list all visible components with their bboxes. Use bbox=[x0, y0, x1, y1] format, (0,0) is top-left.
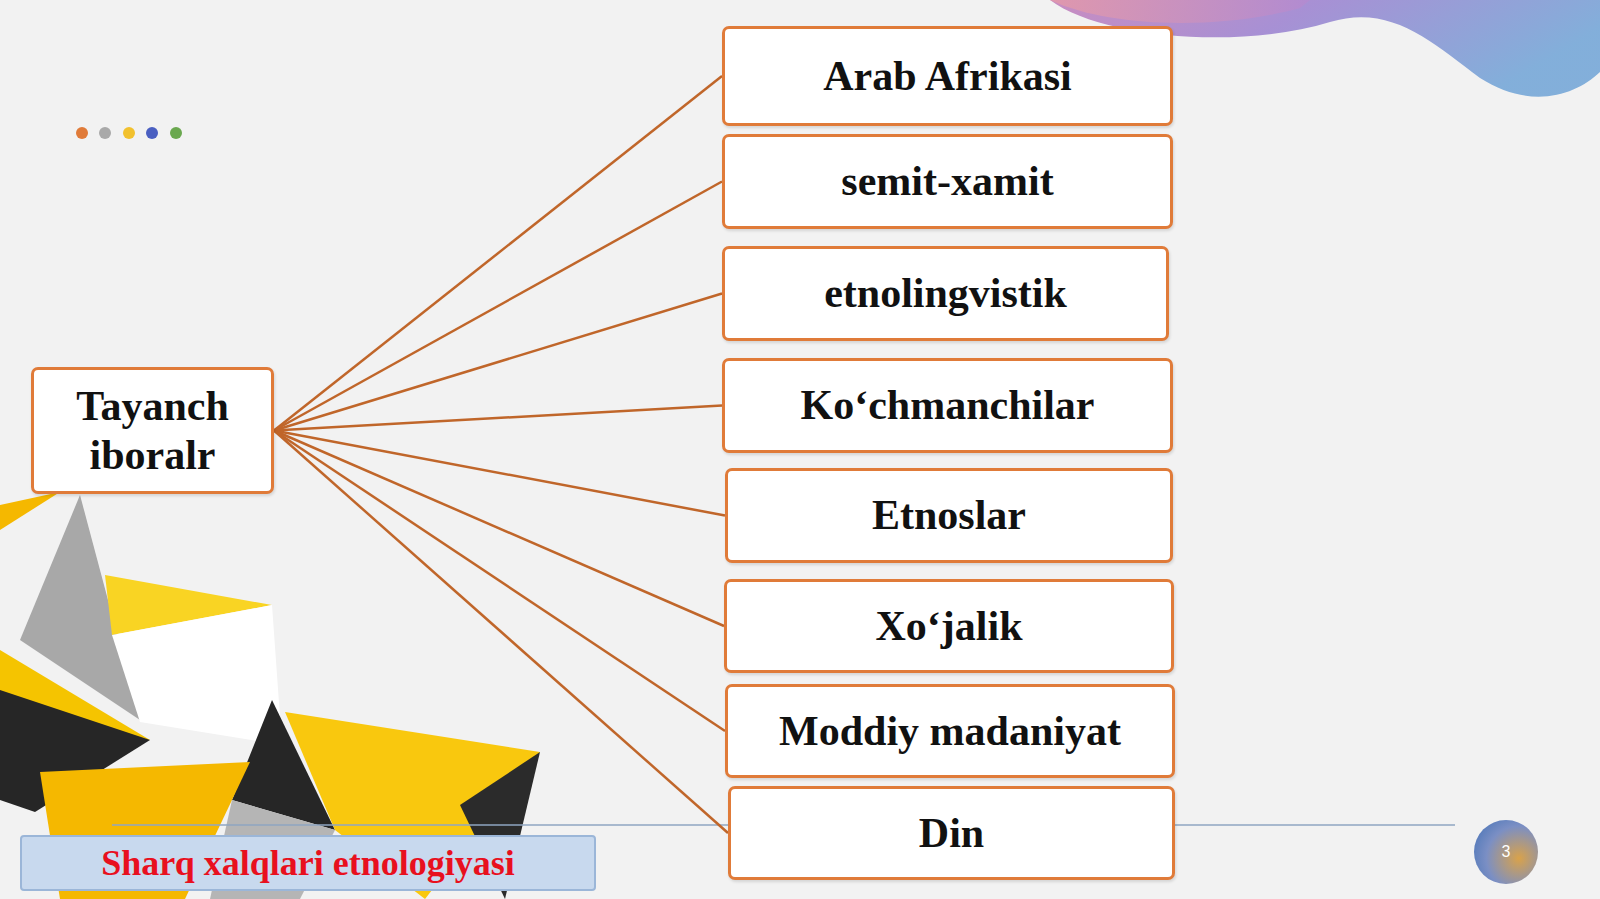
node-label: Tayanch iboralr bbox=[34, 382, 271, 479]
connector-line bbox=[274, 294, 722, 431]
node-label: etnolingvistik bbox=[824, 269, 1067, 317]
node-label: 3 bbox=[1502, 843, 1511, 861]
footer-title-box: Sharq xalqlari etnologiyasi bbox=[20, 835, 596, 891]
term-box: Xo‘jalik bbox=[724, 579, 1174, 673]
node-label: Arab Afrikasi bbox=[823, 52, 1072, 100]
connector-line bbox=[274, 431, 725, 732]
node-label: Etnoslar bbox=[872, 491, 1026, 539]
term-box: Moddiy madaniyat bbox=[725, 684, 1175, 778]
node-label: Ko‘chmanchilar bbox=[801, 381, 1095, 429]
connector-line bbox=[274, 431, 724, 627]
connector-line bbox=[274, 406, 722, 431]
node-label: Din bbox=[919, 809, 984, 857]
connector-line bbox=[274, 431, 725, 516]
term-box: Arab Afrikasi bbox=[722, 26, 1173, 126]
connector-line bbox=[274, 76, 722, 431]
key-box: Tayanch iboralr bbox=[31, 367, 274, 494]
term-box: semit-xamit bbox=[722, 134, 1173, 229]
connector-line bbox=[274, 182, 722, 431]
node-label: semit-xamit bbox=[841, 157, 1053, 205]
term-box: Ko‘chmanchilar bbox=[722, 358, 1173, 453]
page-number-circle: 3 bbox=[1474, 820, 1538, 884]
node-label: Moddiy madaniyat bbox=[779, 707, 1121, 755]
node-label: Xo‘jalik bbox=[876, 602, 1023, 650]
term-box: etnolingvistik bbox=[722, 246, 1169, 341]
term-box: Din bbox=[728, 786, 1175, 880]
connector-line bbox=[274, 431, 728, 834]
term-box: Etnoslar bbox=[725, 468, 1173, 563]
color-dots bbox=[76, 127, 182, 139]
node-label: Sharq xalqlari etnologiyasi bbox=[101, 842, 514, 884]
